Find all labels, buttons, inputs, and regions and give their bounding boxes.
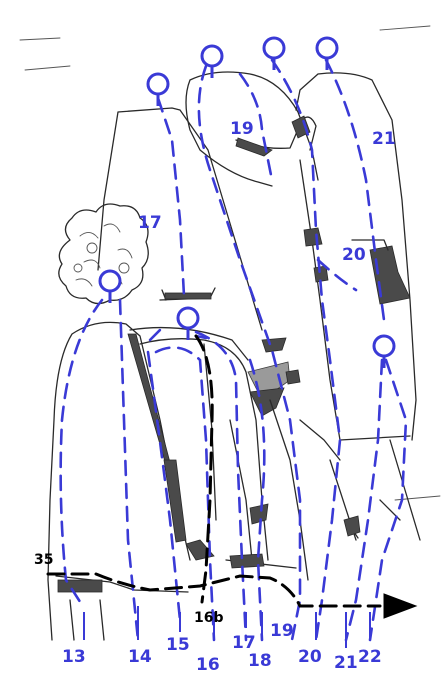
label-19-bottom: 19 (270, 621, 294, 641)
label-13: 13 (62, 647, 86, 667)
label-19-top: 19 (230, 119, 254, 139)
guide-line-13 (61, 300, 102, 608)
pin-circle-icon (264, 38, 284, 70)
label-21-top: 21 (372, 129, 396, 149)
label-20-bottom: 20 (298, 647, 322, 667)
pin-circle-icon (100, 271, 120, 303)
guide-line-17-upper (158, 98, 184, 296)
leader-ticks (84, 606, 370, 648)
label-16: 16 (196, 655, 220, 675)
label-35: 35 (34, 552, 53, 568)
guide-line-19 (199, 66, 300, 640)
label-15: 15 (166, 635, 190, 655)
guide-line-17-lower (196, 332, 246, 640)
pin-circle-icon (317, 38, 337, 70)
guide-line-16 (156, 348, 214, 641)
pin-circle-icon (374, 336, 394, 368)
arrow-right-icon (384, 594, 416, 618)
line-16b (196, 336, 212, 602)
label-17-bottom: 17 (232, 633, 256, 653)
label-18: 18 (248, 651, 272, 671)
label-17-top: 17 (138, 213, 162, 233)
guide-line-21 (326, 60, 384, 320)
label-21-bottom: 21 (334, 653, 358, 673)
label-20-top: 20 (342, 245, 366, 265)
pin-markers (100, 38, 394, 368)
pin-circle-icon (148, 74, 168, 106)
label-22: 22 (358, 647, 382, 667)
label-14: 14 (128, 647, 152, 667)
label-16b: 16b (194, 610, 224, 626)
